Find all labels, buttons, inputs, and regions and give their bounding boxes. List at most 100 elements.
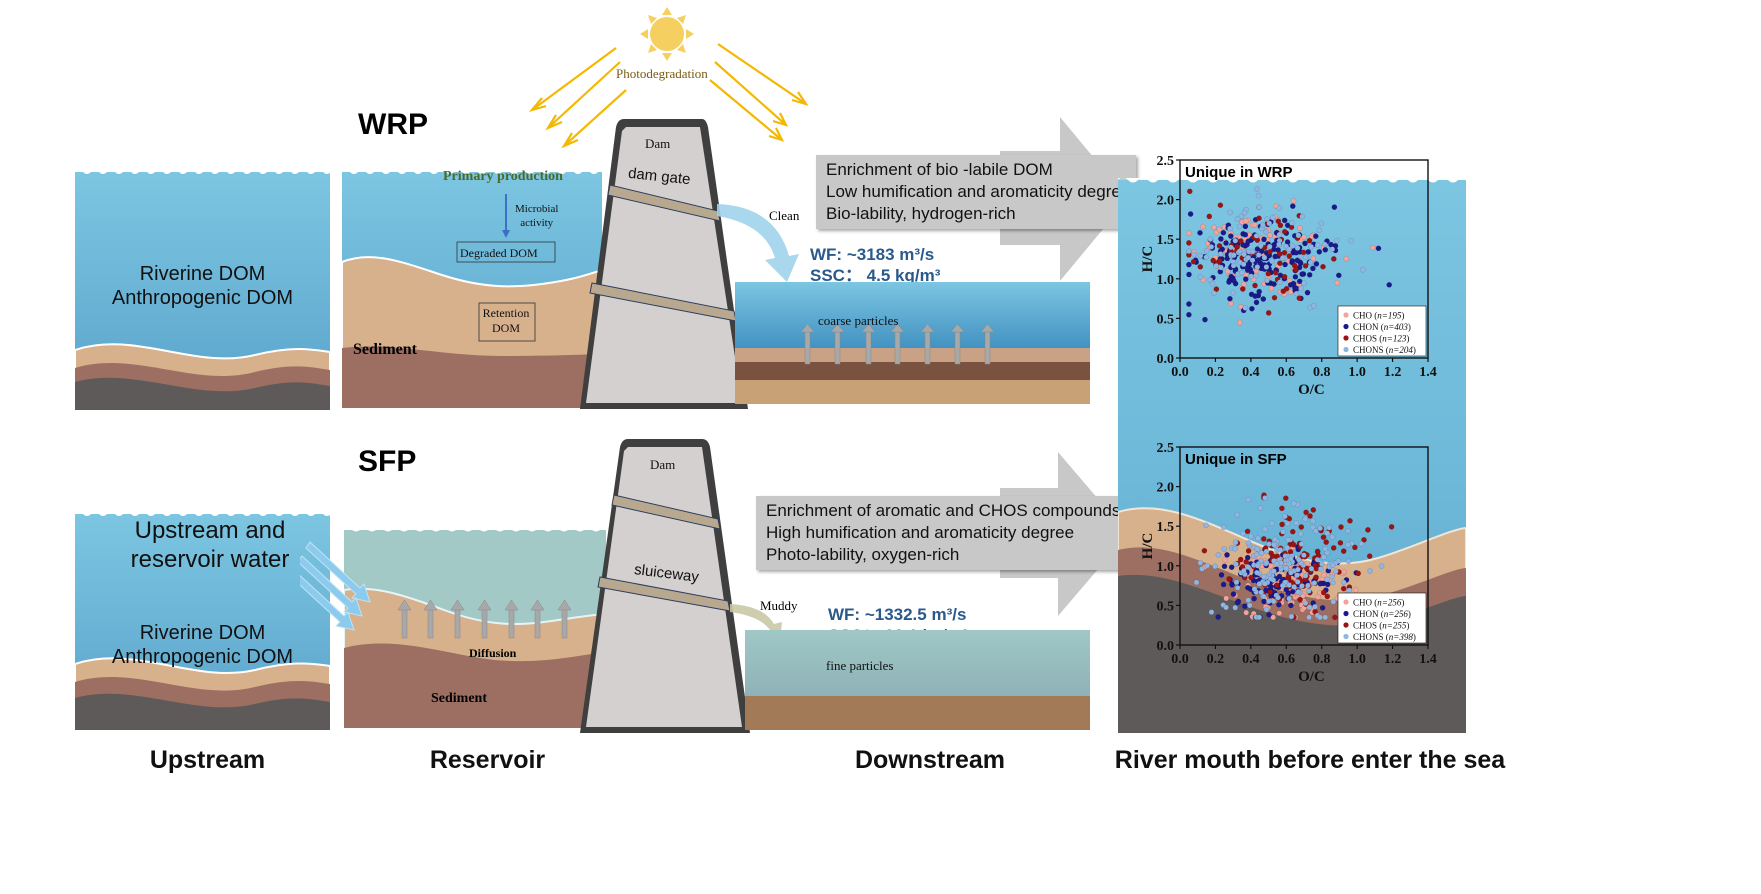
- data-point: [1291, 262, 1298, 269]
- data-point: [1209, 280, 1216, 287]
- data-point: [1253, 233, 1260, 239]
- x-tick-label: 0.0: [1171, 365, 1189, 380]
- data-point: [1222, 557, 1228, 563]
- x-axis-label: O/C: [1298, 669, 1325, 685]
- data-point: [1306, 237, 1313, 244]
- data-point: [1286, 582, 1292, 588]
- data-point: [1289, 258, 1296, 264]
- data-point: [1308, 565, 1315, 572]
- data-point: [1261, 254, 1268, 261]
- upstream-water-line1: Upstream and: [134, 517, 286, 544]
- data-point: [1303, 509, 1309, 516]
- data-point: [1329, 562, 1336, 568]
- data-point: [1313, 261, 1320, 267]
- data-point: [1295, 556, 1302, 563]
- data-point: [1289, 243, 1296, 249]
- x-tick-label: 1.2: [1384, 365, 1402, 380]
- data-point: [1229, 582, 1235, 588]
- data-point: [1243, 559, 1249, 565]
- data-point: [1263, 559, 1270, 566]
- data-point: [1262, 580, 1268, 587]
- data-point: [1276, 205, 1282, 212]
- data-point: [1261, 236, 1267, 243]
- data-point: [1231, 277, 1237, 284]
- river-mouth-panel: [1118, 178, 1466, 733]
- data-point: [1271, 541, 1277, 548]
- data-point: [1216, 243, 1223, 249]
- data-point: [1186, 301, 1192, 307]
- y-tick-label: 1.5: [1157, 520, 1175, 535]
- data-point: [1289, 528, 1296, 535]
- data-point: [1279, 582, 1286, 589]
- data-point: [1302, 263, 1309, 269]
- data-point: [1266, 243, 1273, 250]
- light-rays-right: [709, 43, 809, 142]
- data-point: [1317, 566, 1324, 572]
- data-point: [1335, 272, 1342, 279]
- data-point: [1300, 234, 1307, 240]
- data-point: [1240, 261, 1247, 268]
- data-point: [1294, 579, 1301, 585]
- data-point: [1191, 251, 1197, 258]
- legend-label-chons: CHONS (n=204): [1353, 345, 1416, 355]
- data-point: [1186, 230, 1192, 236]
- data-point: [1310, 265, 1316, 272]
- data-point: [1266, 598, 1272, 605]
- data-point: [1238, 238, 1244, 244]
- data-point: [1281, 249, 1288, 256]
- data-point: [1245, 597, 1252, 603]
- data-point: [1283, 565, 1289, 571]
- data-point: [1265, 270, 1272, 277]
- primary-production-label: Primary production: [443, 169, 563, 184]
- chart-title: Unique in WRP: [1185, 164, 1293, 181]
- data-point: [1286, 515, 1293, 522]
- data-point: [1223, 595, 1229, 602]
- y-tick-label: 0.5: [1157, 599, 1175, 614]
- legend-label-cho: CHO (n=256): [1353, 598, 1404, 608]
- data-point: [1255, 252, 1262, 258]
- data-point: [1226, 279, 1232, 285]
- data-point: [1277, 547, 1284, 553]
- data-point: [1255, 192, 1262, 199]
- sfp-sediment-label: Sediment: [431, 691, 487, 706]
- data-point: [1228, 233, 1234, 239]
- data-point: [1245, 548, 1252, 554]
- data-point: [1290, 541, 1297, 548]
- data-point: [1224, 255, 1231, 262]
- data-point: [1322, 546, 1329, 552]
- stage-label-reservoir: Reservoir: [429, 746, 546, 774]
- wrp-sediment-label: Sediment: [353, 341, 417, 358]
- data-point: [1275, 218, 1282, 224]
- data-point: [1347, 518, 1353, 524]
- data-point: [1314, 548, 1321, 555]
- data-point: [1295, 232, 1302, 239]
- data-point: [1332, 614, 1338, 621]
- sfp-info-line3: Photo-lability, oxygen-rich: [766, 545, 960, 564]
- data-point: [1220, 581, 1227, 588]
- data-point: [1302, 600, 1309, 606]
- data-point: [1267, 589, 1273, 595]
- data-point: [1193, 579, 1200, 586]
- data-point: [1227, 225, 1233, 232]
- data-point: [1245, 238, 1251, 245]
- data-point: [1220, 524, 1227, 531]
- data-point: [1359, 266, 1366, 273]
- data-point: [1218, 236, 1224, 242]
- sfp-upstream-riverine-dom: Riverine DOM: [139, 622, 266, 644]
- data-point: [1301, 280, 1307, 287]
- data-point: [1271, 568, 1277, 574]
- degraded-dom-label: Degraded DOM: [460, 246, 538, 260]
- data-point: [1321, 241, 1328, 248]
- data-point: [1245, 254, 1251, 261]
- data-point: [1332, 243, 1339, 249]
- data-point: [1199, 565, 1205, 572]
- legend-label-chos: CHOS (n=255): [1353, 621, 1409, 631]
- data-point: [1260, 296, 1267, 302]
- data-point: [1281, 228, 1288, 235]
- data-point: [1311, 580, 1318, 586]
- sfp-dam: [580, 439, 750, 733]
- data-point: [1375, 245, 1382, 252]
- data-point: [1314, 242, 1321, 248]
- data-point: [1284, 520, 1291, 527]
- data-point: [1238, 213, 1245, 220]
